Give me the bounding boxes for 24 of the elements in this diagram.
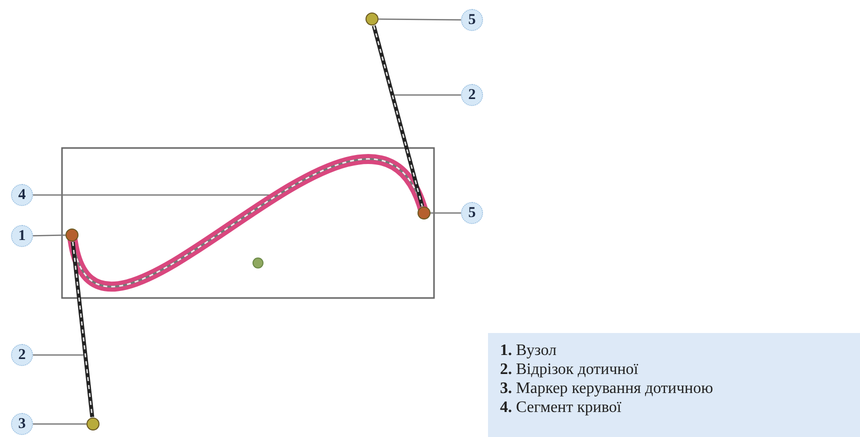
key-entry: 2. Відрізок дотичної: [500, 360, 640, 379]
key-entry: 4. Сегмент кривої: [500, 398, 622, 417]
control-handle: [86, 418, 100, 430]
leader-line: [33, 354, 84, 356]
key-panel: [488, 333, 860, 437]
leader-line: [430, 212, 461, 214]
leader-line: [378, 18, 461, 20]
callout-number: 4: [11, 184, 33, 206]
leader-line: [33, 423, 87, 425]
callout-number: 1: [11, 225, 33, 247]
callout-number: 3: [11, 413, 33, 435]
control-handle: [366, 12, 378, 26]
leader-line: [32, 234, 66, 236]
callout-number: 2: [461, 84, 483, 106]
leader-line: [33, 194, 271, 196]
callout-number: 5: [461, 9, 483, 31]
anchor-point: [418, 206, 430, 220]
key-entry: 1. Вузол: [500, 341, 558, 360]
key-entry: 3. Маркер керування дотичною: [500, 379, 714, 398]
leader-line: [394, 94, 461, 96]
callout-number: 2: [11, 344, 33, 366]
tangent-segment: [372, 25, 424, 207]
callout-number: 5: [461, 202, 483, 224]
tangent-segment: [70, 242, 94, 418]
